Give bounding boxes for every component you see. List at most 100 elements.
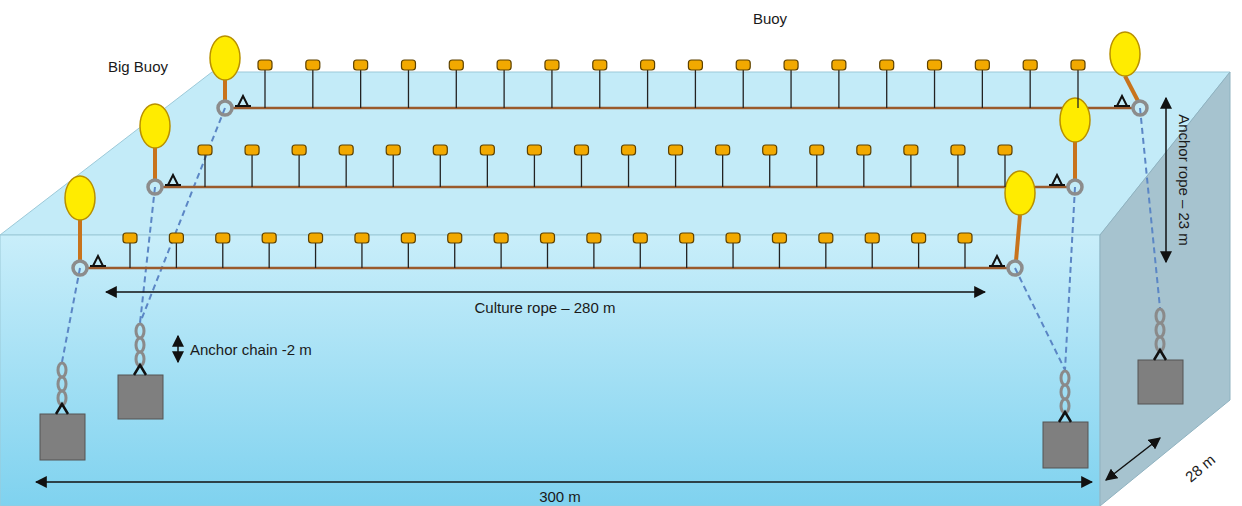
dropper-line xyxy=(743,70,744,108)
small-buoy-float xyxy=(169,233,183,243)
small-buoy xyxy=(975,60,989,108)
anchor-block xyxy=(1138,360,1183,404)
small-buoy-float xyxy=(832,60,846,70)
dropper-line xyxy=(298,155,299,187)
small-buoy-float xyxy=(904,145,918,155)
dropper-line xyxy=(360,70,361,108)
small-buoy xyxy=(480,145,494,187)
small-buoy-float xyxy=(641,60,655,70)
dropper-line xyxy=(454,243,455,268)
dropper-line xyxy=(500,243,501,268)
anchor-rope xyxy=(62,268,80,362)
small-buoy xyxy=(449,60,463,108)
small-buoy-float xyxy=(306,60,320,70)
small-buoy-float xyxy=(587,233,601,243)
dropper-line xyxy=(957,155,958,187)
chain-link xyxy=(58,363,66,377)
small-buoy-float xyxy=(401,60,415,70)
dropper-line xyxy=(732,243,733,268)
dropper-line xyxy=(982,70,983,108)
dropper-line xyxy=(251,155,252,187)
small-buoy xyxy=(904,145,918,187)
dropper-line xyxy=(628,155,629,187)
small-buoy-float xyxy=(258,60,272,70)
small-buoy-float xyxy=(716,145,730,155)
small-buoy-float xyxy=(541,233,555,243)
anchor-chains xyxy=(58,309,1164,413)
chain-link xyxy=(1156,309,1164,323)
small-buoy xyxy=(545,60,559,108)
shackle xyxy=(1059,412,1071,422)
small-buoy xyxy=(386,145,400,187)
small-buoy-float xyxy=(527,145,541,155)
small-buoy-float xyxy=(545,60,559,70)
dropper-line xyxy=(722,155,723,187)
small-buoy-float xyxy=(1071,60,1085,70)
small-buoy xyxy=(912,233,926,268)
small-buoy xyxy=(587,233,601,268)
dropper-line xyxy=(599,70,600,108)
small-buoy xyxy=(928,60,942,108)
buoy-line xyxy=(1125,76,1138,101)
dropper-line xyxy=(910,155,911,187)
chain-link xyxy=(136,338,144,352)
dropper-line xyxy=(547,243,548,268)
shackle xyxy=(134,365,146,375)
dimension-arrow xyxy=(36,481,1092,483)
dropper-line xyxy=(264,70,265,108)
small-buoy xyxy=(1023,60,1037,108)
small-buoy-float xyxy=(633,233,647,243)
hook xyxy=(989,256,1005,266)
dropper-line xyxy=(825,243,826,268)
small-buoy xyxy=(401,60,415,108)
small-buoy xyxy=(763,145,777,187)
small-buoy xyxy=(541,233,555,268)
dimension-label: 300 m xyxy=(539,487,581,504)
dropper-line xyxy=(408,243,409,268)
small-buoy xyxy=(433,145,447,187)
dropper-line xyxy=(872,243,873,268)
small-buoy-float xyxy=(726,233,740,243)
chain-link xyxy=(1061,385,1069,399)
dropper-line xyxy=(312,70,313,108)
small-buoy xyxy=(123,233,137,268)
small-buoy-float xyxy=(355,233,369,243)
small-buoy xyxy=(355,233,369,268)
small-buoy xyxy=(772,233,786,268)
anchor-rope xyxy=(1140,108,1160,308)
anchor-blocks xyxy=(40,360,1183,468)
small-buoy xyxy=(258,60,272,108)
small-buoy xyxy=(354,60,368,108)
small-buoy-float xyxy=(593,60,607,70)
small-buoy xyxy=(669,145,683,187)
dropper-line xyxy=(551,70,552,108)
ring xyxy=(1008,261,1022,275)
dropper-line xyxy=(934,70,935,108)
buoy-line xyxy=(1016,215,1020,261)
dropper-line xyxy=(456,70,457,108)
small-buoy xyxy=(819,233,833,268)
dimension-arrow xyxy=(106,291,985,293)
small-buoy-float xyxy=(262,233,276,243)
dropper-line xyxy=(503,70,504,108)
small-buoy xyxy=(245,145,259,187)
dimension-label: 28 m xyxy=(1182,451,1218,485)
small-buoy-float xyxy=(198,145,212,155)
small-buoy xyxy=(784,60,798,108)
small-buoy xyxy=(198,145,212,187)
small-buoy-float xyxy=(857,145,871,155)
small-buoy-float xyxy=(622,145,636,155)
ring xyxy=(1068,180,1082,194)
small-buoy xyxy=(736,60,750,108)
chain-link xyxy=(136,324,144,338)
small-buoy-float xyxy=(736,60,750,70)
anchor-rope xyxy=(1065,187,1075,370)
dropper-line xyxy=(769,155,770,187)
dropper-line xyxy=(964,243,965,268)
dropper-line xyxy=(222,243,223,268)
small-buoy-float xyxy=(448,233,462,243)
dropper-line xyxy=(863,155,864,187)
small-buoy xyxy=(716,145,730,187)
small-buoy xyxy=(880,60,894,108)
